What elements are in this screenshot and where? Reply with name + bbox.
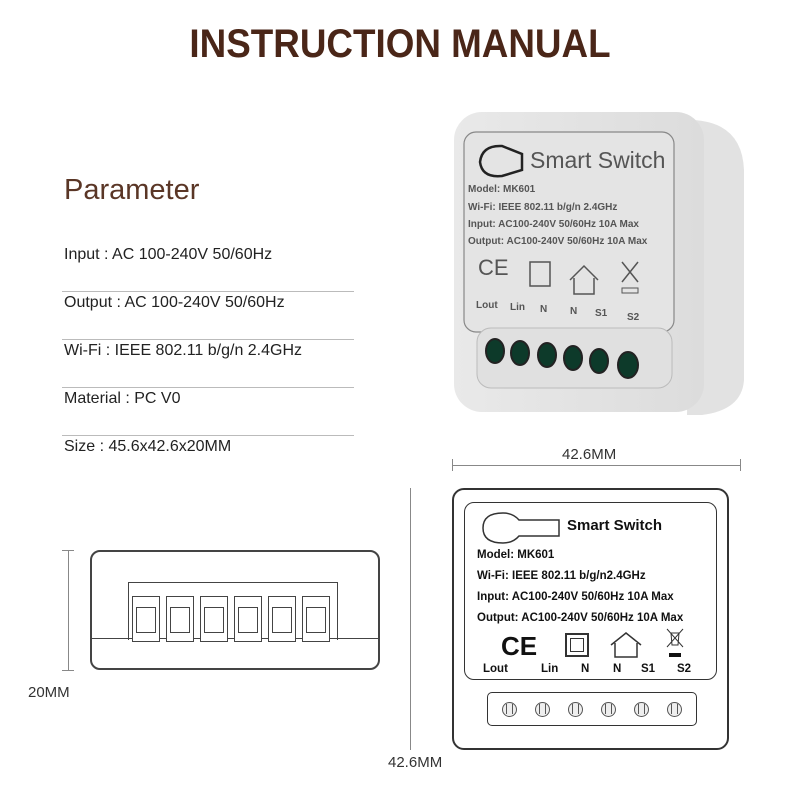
param-size: Size : 45.6x42.6x20MM [64, 436, 354, 484]
terminal-block [234, 596, 262, 642]
param-text: Size : 45.6x42.6x20MM [64, 438, 232, 455]
divider [62, 339, 354, 340]
photo-label-name: Smart Switch [530, 147, 665, 173]
screw-icon [535, 702, 550, 717]
svg-text:Model: MK601: Model: MK601 [468, 184, 536, 195]
terminal-bar [487, 692, 697, 726]
dimension-tick [452, 459, 453, 471]
parameter-heading: Parameter [64, 174, 200, 206]
param-input: Input : AC 100-240V 50/60Hz [62, 244, 354, 292]
screw-icon [667, 702, 682, 717]
param-text: Output : AC 100-240V 50/60Hz [64, 294, 285, 311]
dimension-tick [740, 459, 741, 471]
drawing-wifi: Wi-Fi: IEEE 802.11 b/g/n2.4GHz [477, 570, 646, 582]
front-drawing: Smart Switch Model: MK601 Wi-Fi: IEEE 80… [452, 488, 729, 750]
drawing-title: Smart Switch [567, 517, 663, 534]
terminal-block [302, 596, 330, 642]
terminal-housing [128, 582, 338, 640]
drawing-model: Model: MK601 [477, 549, 555, 561]
param-output: Output : AC 100-240V 50/60Hz [62, 292, 354, 340]
param-text: Input : AC 100-240V 50/60Hz [64, 246, 273, 263]
param-text: Material : PC V0 [64, 390, 181, 407]
weee-bin-icon [666, 628, 684, 657]
dimension-line-width [452, 465, 740, 466]
drawing-input: Input: AC100-240V 50/60Hz 10A Max [477, 591, 674, 603]
drawing-output: Output: AC100-240V 50/60Hz 10A Max [477, 612, 684, 624]
dimension-depth-label: 20MM [28, 684, 70, 701]
drawing-label-panel: Smart Switch Model: MK601 Wi-Fi: IEEE 80… [464, 502, 717, 680]
dimension-width-label: 42.6MM [562, 446, 617, 463]
dimension-height-label: 42.6MM [388, 754, 443, 771]
double-insulation-icon [565, 633, 589, 657]
dimension-line-depth [68, 550, 69, 670]
svg-text:Wi-Fi: IEEE 802.11 b/g/n 2.4GH: Wi-Fi: IEEE 802.11 b/g/n 2.4GHz [468, 202, 617, 213]
screw-icon [502, 702, 517, 717]
product-photo: Smart Switch Model: MK601 Wi-Fi: IEEE 80… [452, 110, 752, 420]
svg-text:CE: CE [478, 255, 509, 280]
svg-text:Lout: Lout [476, 300, 498, 311]
svg-text:Input: AC100-240V 50/60Hz 10A: Input: AC100-240V 50/60Hz 10A Max [468, 219, 639, 230]
terminal-label: N [613, 663, 622, 675]
dimension-tick [62, 670, 74, 671]
terminal-label: Lin [541, 663, 559, 675]
terminal-label: S1 [641, 663, 656, 675]
terminal-block [166, 596, 194, 642]
svg-text:N: N [570, 306, 577, 317]
divider [62, 291, 354, 292]
svg-text:Output: AC100-240V 50/60Hz 10A: Output: AC100-240V 50/60Hz 10A Max [468, 236, 648, 247]
svg-text:S2: S2 [627, 312, 640, 323]
terminal-block [132, 596, 160, 642]
dimension-line-height [410, 488, 411, 750]
hook-icon [482, 512, 560, 544]
param-wifi: Wi-Fi : IEEE 802.11 b/g/n 2.4GHz [62, 340, 354, 388]
terminal-label: S2 [677, 663, 692, 675]
ce-mark: CE [501, 631, 538, 661]
svg-text:Lin: Lin [510, 302, 525, 313]
screw-icon [568, 702, 583, 717]
page-title: INSTRUCTION MANUAL [189, 22, 611, 66]
side-view-drawing [90, 550, 380, 670]
indoor-house-icon [610, 632, 642, 658]
terminal-block [268, 596, 296, 642]
divider [62, 435, 354, 436]
svg-text:S1: S1 [595, 308, 608, 319]
param-material: Material : PC V0 [62, 388, 354, 436]
dimension-tick [62, 550, 74, 551]
param-text: Wi-Fi : IEEE 802.11 b/g/n 2.4GHz [64, 342, 303, 359]
svg-text:N: N [540, 304, 547, 315]
terminal-block [200, 596, 228, 642]
screw-icon [634, 702, 649, 717]
terminal-label: N [581, 663, 590, 675]
divider [62, 387, 354, 388]
screw-icon [601, 702, 616, 717]
terminal-label: Lout [483, 663, 508, 675]
